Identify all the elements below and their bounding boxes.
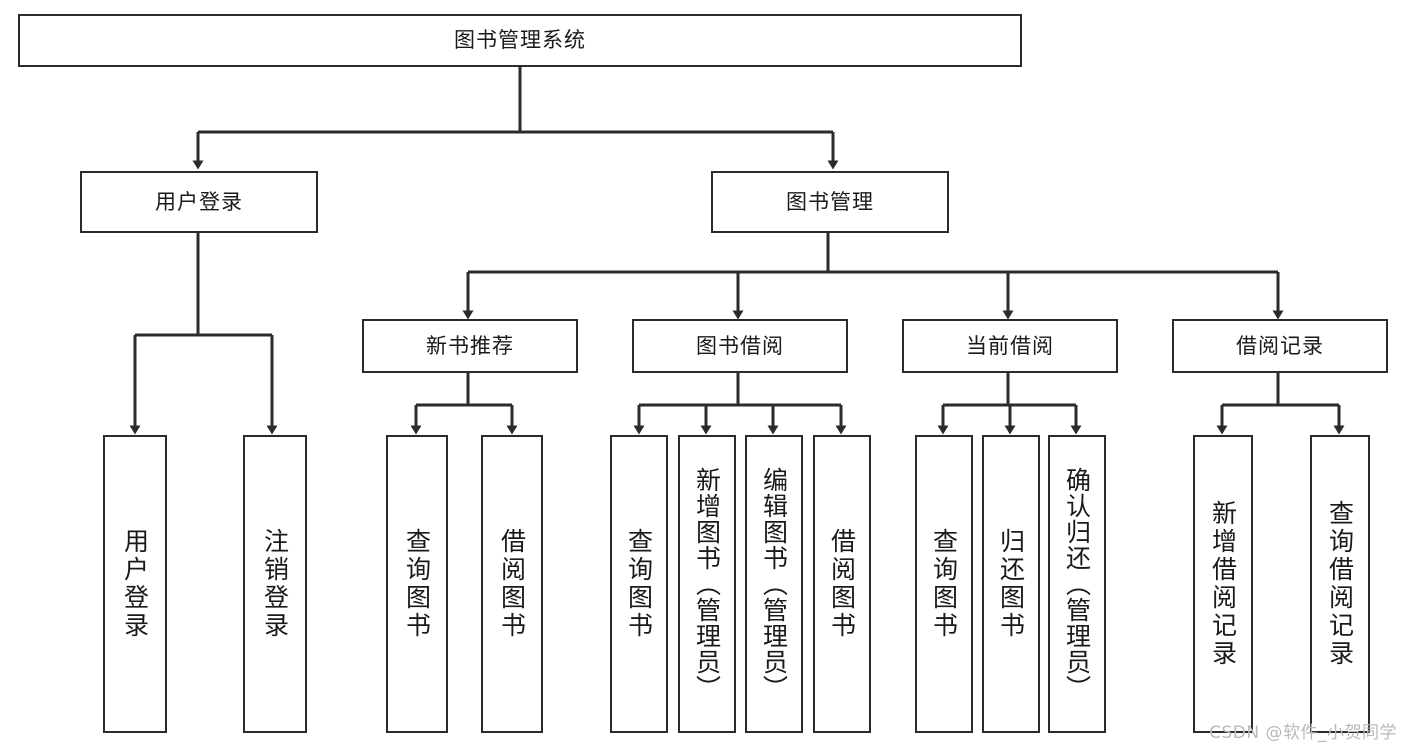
node-book-borrow-label: 图书借阅 bbox=[696, 333, 784, 358]
node-leaf-newbook-query[interactable]: 查询图书 bbox=[386, 435, 448, 733]
node-leaf-current-query[interactable]: 查询图书 bbox=[915, 435, 973, 733]
node-leaf-borrow-book[interactable]: 借阅图书 bbox=[813, 435, 871, 733]
node-book-management[interactable]: 图书管理 bbox=[711, 171, 949, 233]
node-leaf-logout[interactable]: 注销登录 bbox=[243, 435, 307, 733]
node-leaf-current-query-label: 查询图书 bbox=[929, 528, 959, 640]
node-leaf-borrow-book-label: 借阅图书 bbox=[827, 528, 857, 640]
node-leaf-user-login[interactable]: 用户登录 bbox=[103, 435, 167, 733]
node-leaf-record-add-label: 新增借阅记录 bbox=[1208, 500, 1238, 668]
node-leaf-borrow-edit-label: 编辑图书（管理员） bbox=[759, 467, 789, 701]
node-borrow-record[interactable]: 借阅记录 bbox=[1172, 319, 1388, 373]
node-current-borrow-label: 当前借阅 bbox=[966, 333, 1054, 358]
node-current-borrow[interactable]: 当前借阅 bbox=[902, 319, 1118, 373]
node-leaf-logout-label: 注销登录 bbox=[260, 528, 290, 640]
node-book-management-label: 图书管理 bbox=[786, 189, 874, 214]
node-new-book-recommend-label: 新书推荐 bbox=[426, 333, 514, 358]
node-leaf-borrow-edit[interactable]: 编辑图书（管理员） bbox=[745, 435, 803, 733]
node-leaf-current-return[interactable]: 归还图书 bbox=[982, 435, 1040, 733]
node-new-book-recommend[interactable]: 新书推荐 bbox=[362, 319, 578, 373]
node-leaf-record-add[interactable]: 新增借阅记录 bbox=[1193, 435, 1253, 733]
node-leaf-borrow-query-label: 查询图书 bbox=[624, 528, 654, 640]
node-borrow-record-label: 借阅记录 bbox=[1236, 333, 1324, 358]
node-leaf-newbook-borrow-label: 借阅图书 bbox=[497, 528, 527, 640]
node-root[interactable]: 图书管理系统 bbox=[18, 14, 1022, 67]
node-book-borrow[interactable]: 图书借阅 bbox=[632, 319, 848, 373]
node-user-login-label: 用户登录 bbox=[155, 189, 243, 214]
node-root-label: 图书管理系统 bbox=[454, 28, 586, 52]
node-leaf-borrow-add[interactable]: 新增图书（管理员） bbox=[678, 435, 736, 733]
node-leaf-current-confirm[interactable]: 确认归还（管理员） bbox=[1048, 435, 1106, 733]
node-leaf-borrow-add-label: 新增图书（管理员） bbox=[692, 467, 722, 701]
node-leaf-current-return-label: 归还图书 bbox=[996, 528, 1026, 640]
node-user-login[interactable]: 用户登录 bbox=[80, 171, 318, 233]
node-leaf-newbook-query-label: 查询图书 bbox=[402, 528, 432, 640]
node-leaf-record-query-label: 查询借阅记录 bbox=[1325, 500, 1355, 668]
node-leaf-borrow-query[interactable]: 查询图书 bbox=[610, 435, 668, 733]
node-leaf-current-confirm-label: 确认归还（管理员） bbox=[1062, 467, 1092, 701]
node-leaf-record-query[interactable]: 查询借阅记录 bbox=[1310, 435, 1370, 733]
node-leaf-user-login-label: 用户登录 bbox=[120, 528, 150, 640]
node-leaf-newbook-borrow[interactable]: 借阅图书 bbox=[481, 435, 543, 733]
